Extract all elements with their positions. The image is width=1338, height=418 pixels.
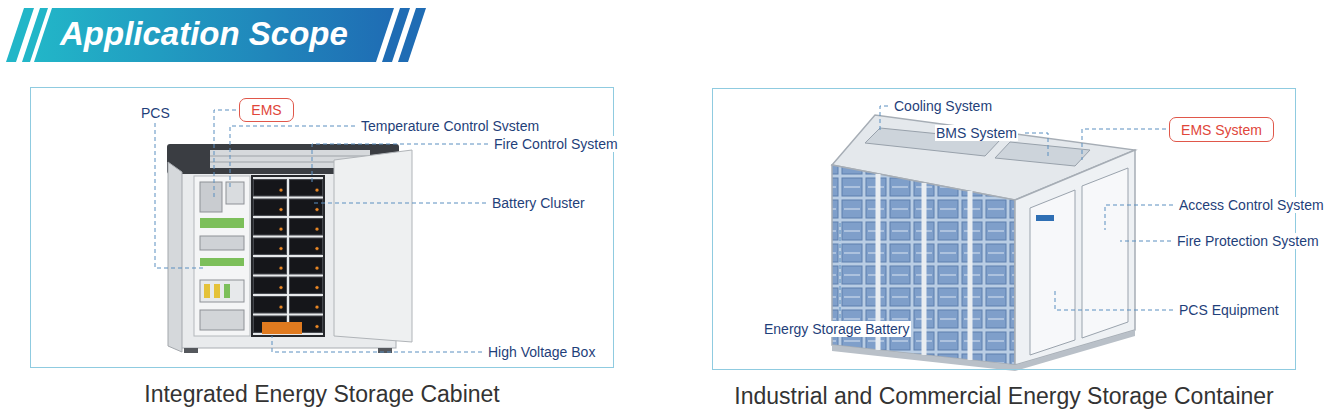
leader-line (272, 336, 482, 352)
breaker-row (200, 236, 244, 250)
leader-line (312, 144, 488, 184)
pcs-compartment (1015, 150, 1135, 365)
leader-line (155, 123, 205, 268)
cabinet-door-right (334, 150, 412, 342)
part-label: High Voltage Box (487, 344, 596, 360)
part-label: Cooling System (893, 98, 993, 114)
part-label: BMS System (935, 125, 1018, 141)
pcs-display (1036, 215, 1054, 221)
control-compartment (194, 176, 250, 336)
ems-module (226, 182, 244, 204)
pcs-module (200, 182, 222, 212)
grille-line (210, 156, 370, 157)
fire-cabinet (1082, 168, 1128, 338)
switch (204, 284, 210, 298)
part-label: Battery Cluster (491, 195, 586, 211)
panel-caption: Industrial and Commercial Energy Storage… (734, 383, 1274, 410)
pcs-cabinet (1030, 190, 1075, 355)
leader-line (230, 126, 355, 190)
cabinet-door-left (168, 162, 182, 352)
container-post (922, 183, 927, 355)
part-label: Energy Storage Battery (763, 321, 911, 337)
ems-label: EMS System (1181, 122, 1262, 138)
part-label: Temperature Control Svstem (360, 118, 540, 134)
leader-line (214, 110, 236, 200)
ems-label: EMS (251, 102, 281, 118)
leader-line (1105, 205, 1173, 230)
part-label: Fire Control System (493, 136, 619, 152)
panel-caption: Integrated Energy Storage Cabinet (144, 381, 499, 408)
leader-line (312, 203, 486, 204)
cabinet-foot (184, 348, 198, 353)
leader-line (1082, 129, 1166, 160)
title-banner (34, 8, 394, 62)
battery-rack (252, 176, 324, 336)
leader-line (880, 106, 888, 132)
leader-line (1055, 290, 1173, 310)
switch (224, 284, 230, 298)
ems-box: EMS System (1169, 117, 1274, 142)
terminal-row (200, 218, 244, 228)
high-voltage-box (262, 322, 302, 334)
page-title: Application Scope (60, 14, 348, 54)
ems-box: EMS (239, 98, 294, 122)
container-post (968, 191, 973, 360)
breaker-row (200, 280, 244, 302)
cooling-unit (995, 142, 1090, 166)
leader-line (840, 220, 841, 318)
part-label: Fire Protection System (1176, 233, 1320, 249)
switch (214, 284, 220, 298)
leader-line (1025, 133, 1048, 158)
part-label: Access Control System (1178, 197, 1325, 213)
banner-stripe (398, 8, 426, 62)
part-label: PCS Equipment (1178, 302, 1280, 318)
leader-line (1120, 241, 1171, 242)
breaker-row (200, 310, 244, 330)
terminal-row (200, 258, 244, 266)
part-label: PCS (140, 105, 171, 121)
